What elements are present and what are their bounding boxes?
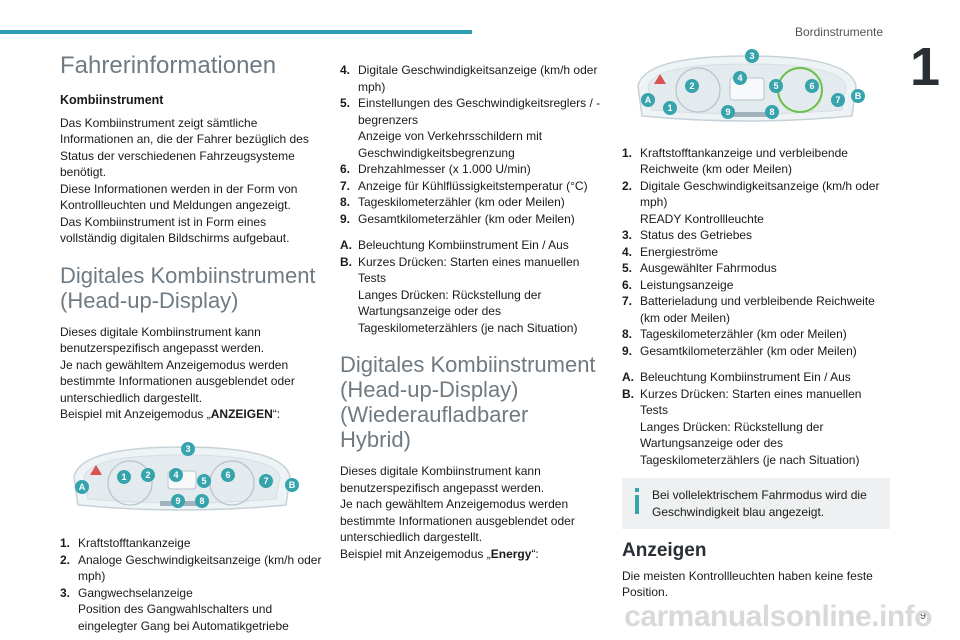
legend-list-1: 1.Kraftstofftankanzeige 2.Analoge Geschw… (60, 535, 322, 634)
instrument-cluster-diagram: 3 1 2 4 5 6 7 8 9 A B (73, 441, 299, 511)
list-item: A.Beleuchtung Kombiinstrument Ein / Aus (340, 238, 569, 252)
section-title: Fahrerinformationen (60, 52, 277, 79)
intro-paragraph: Das Kombiinstrument zeigt sämtliche Info… (60, 115, 309, 246)
callout-3: 3 (749, 51, 754, 61)
list-item: 7.Batterieladung und verbleibende Reichw… (622, 294, 875, 325)
list-item: 7.Anzeige für Kühlflüssigkeitstemperatur… (340, 178, 588, 193)
hybrid-cluster-paragraph: Dieses digitale Kombiinstrument kann ben… (340, 464, 575, 561)
callout-9: 9 (725, 107, 730, 117)
callout-5: 5 (201, 476, 206, 486)
callout-1: 1 (121, 472, 126, 482)
callout-a: A (645, 95, 652, 105)
callout-a: A (79, 482, 86, 492)
chapter-number: 1 (909, 37, 940, 97)
list-item: 9.Gesamtkilometerzähler (km oder Meilen) (340, 211, 575, 226)
page-number: 9 (919, 610, 926, 622)
list-item: 3.Status des Getriebes (622, 228, 753, 242)
column-2: 4.Digitale Geschwindigkeitsanzeige (km/h… (340, 62, 602, 572)
callout-7: 7 (835, 95, 840, 105)
list-item: 4.Energieströme (622, 244, 719, 259)
list-item: 8.Tageskilometerzähler (km oder Meilen) (622, 327, 847, 341)
list-item: 5.Einstellungen des Geschwindigkeitsregl… (340, 96, 601, 160)
callout-8: 8 (199, 496, 204, 506)
callout-6: 6 (225, 470, 230, 480)
callout-6: 6 (809, 81, 814, 91)
list-item: 2.Digitale Geschwindigkeitsanzeige (km/h… (622, 178, 880, 226)
callout-1: 1 (667, 103, 672, 113)
callout-4: 4 (173, 470, 178, 480)
digital-cluster-paragraph: Dieses digitale Kombiinstrument kann ben… (60, 324, 295, 422)
callout-8: 8 (769, 107, 774, 117)
legend-list-ab-2: A.Beleuchtung Kombiinstrument Ein / Aus … (622, 369, 890, 468)
running-header: Bordinstrumente (794, 25, 883, 39)
callout-b: B (855, 91, 862, 101)
anzeigen-paragraph: Die meisten Kontrollleuchten haben keine… (622, 568, 873, 600)
callout-5: 5 (773, 81, 778, 91)
list-item: 2.Analoge Geschwindigkeitsanzeige (km/h … (60, 552, 322, 584)
watermark-logo: carmanualsonline.info (624, 600, 932, 633)
callout-2: 2 (689, 81, 694, 91)
callout-7: 7 (263, 476, 268, 486)
list-item: 4.Digitale Geschwindigkeitsanzeige (km/h… (340, 63, 598, 94)
list-item: 5.Ausgewählter Fahrmodus (622, 261, 777, 275)
chapter-tab (902, 40, 960, 104)
info-icon (635, 488, 639, 514)
list-item: 1.Kraftstofftankanzeige (60, 536, 191, 550)
list-item: B.Kurzes Drücken: Starten eines manuelle… (622, 386, 862, 467)
heading-anzeigen: Anzeigen (622, 540, 707, 561)
list-item: B.Kurzes Drücken: Starten eines manuelle… (340, 254, 580, 335)
info-note: Bei vollelektrischem Fahrmodus wird die … (622, 478, 890, 529)
header-accent-bar (0, 30, 472, 34)
subheading: Kombiinstrument (60, 93, 164, 107)
heading-digital-cluster: Digitales Kombiinstrument (Head-up-Displ… (60, 262, 316, 313)
callout-3: 3 (185, 444, 190, 454)
callout-4: 4 (737, 73, 742, 83)
list-item: 6.Drehzahlmesser (x 1.000 U/min) (340, 162, 531, 176)
list-item: 1.Kraftstofftankanzeige und verbleibende… (622, 145, 848, 177)
legend-list-ab-1: A.Beleuchtung Kombiinstrument Ein / Aus … (340, 237, 602, 336)
list-item: 6.Leistungsanzeige (622, 277, 734, 292)
legend-list-3: 1.Kraftstofftankanzeige und verbleibende… (622, 145, 890, 360)
list-item: 8.Tageskilometerzähler (km oder Meilen) (340, 195, 565, 209)
callout-b: B (289, 480, 296, 490)
list-item: A.Beleuchtung Kombiinstrument Ein / Aus (622, 370, 851, 384)
column-3: 3 2 4 5 6 7 8 9 A 1 B 1.Kraftstofftankan… (622, 49, 890, 611)
heading-hybrid-cluster: Digitales Kombiinstrument (Head-up-Displ… (340, 352, 596, 452)
callout-2: 2 (145, 470, 150, 480)
list-item: 9.Gesamtkilometerzähler (km oder Meilen) (622, 343, 857, 358)
column-1: Fahrerinformationen Kombiinstrument Das … (60, 52, 322, 640)
callout-9: 9 (175, 496, 180, 506)
legend-list-2: 4.Digitale Geschwindigkeitsanzeige (km/h… (340, 62, 602, 227)
hybrid-cluster-diagram: 3 2 4 5 6 7 8 9 A 1 B (637, 49, 865, 122)
